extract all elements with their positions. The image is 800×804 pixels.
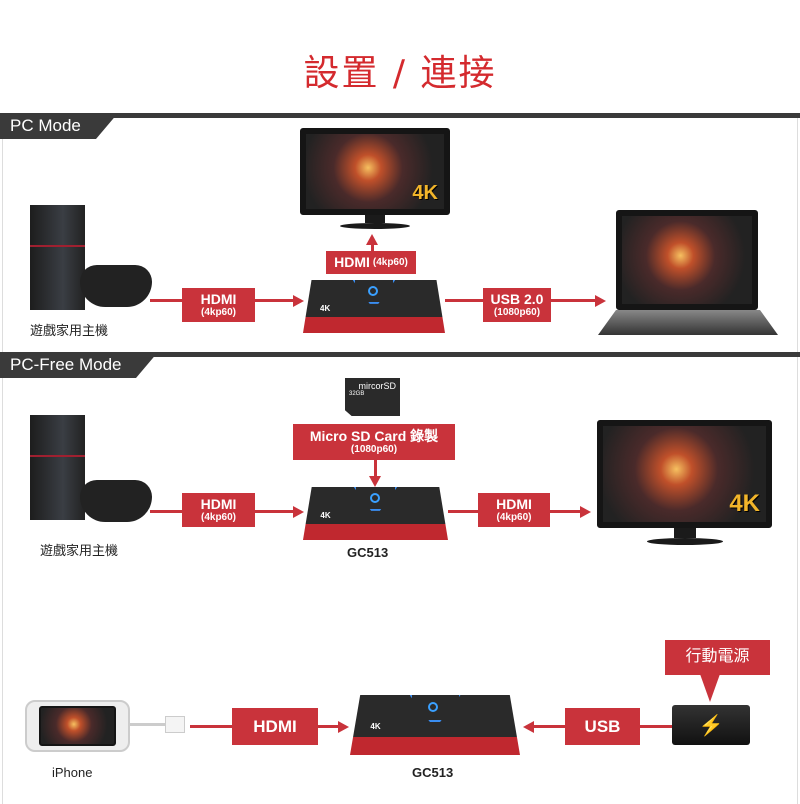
monitor-4k: 4K [300, 128, 450, 230]
device-label: GC513 [412, 765, 454, 780]
lightning-icon: ⚡ [698, 714, 724, 737]
capture-device-gc513: 4K [303, 487, 448, 540]
4k-badge: 4K [729, 490, 760, 517]
arrow-right-icon [338, 721, 349, 733]
arrow-right-icon [293, 506, 304, 518]
section-divider [0, 352, 800, 357]
gamepad-icon [80, 265, 152, 307]
pc-mode-tab: PC Mode [0, 113, 118, 139]
laptop-icon [598, 210, 778, 335]
pc-free-mode-tab: PC-Free Mode [0, 352, 158, 378]
capture-device-gc513: 4K [350, 695, 520, 755]
arrow-down-icon [369, 476, 381, 487]
hdmi-in-label: HDMI(4kp60) [182, 493, 255, 527]
arrow-left-icon [523, 721, 534, 733]
console-label: 遊戲家用主機 [40, 543, 119, 558]
page-title: 設置 / 連接 [303, 53, 497, 94]
gamepad-icon [80, 480, 152, 522]
pc-mode-section [2, 113, 798, 353]
pointer-icon [700, 674, 720, 702]
capture-device-gc513: 4K [303, 280, 445, 333]
iphone-icon [25, 700, 130, 752]
monitor-4k: 4K [597, 420, 772, 550]
adapter-icon [165, 716, 185, 733]
device-label: GC513 [347, 545, 389, 560]
iphone-label: iPhone [52, 765, 93, 780]
console-label: 遊戲家用主機 [30, 323, 109, 338]
hdmi-in-label: HDMI(4kp60) [182, 288, 255, 322]
power-bank-icon: ⚡ [672, 705, 750, 745]
hdmi-out-label: HDMI(4kp60) [478, 493, 550, 527]
game-console-icon [30, 415, 85, 520]
4k-badge: 4K [412, 182, 438, 204]
arrow-up-icon [366, 234, 378, 245]
hdmi-out-label: HDMI(4kp60) [326, 251, 416, 274]
usb-label: USB 2.0(1080p60) [483, 288, 551, 322]
arrow-right-icon [595, 295, 606, 307]
lightning-cable [130, 723, 170, 726]
game-console-icon [30, 205, 85, 310]
power-bank-label: 行動電源 [665, 640, 770, 675]
arrow-right-icon [293, 295, 304, 307]
arrow-right-icon [580, 506, 591, 518]
pc-free-mode-section [2, 352, 798, 804]
micro-sd-card-icon: mircorSD 32GB [345, 378, 400, 416]
usb-label: USB [565, 708, 640, 745]
hdmi-label: HDMI [232, 708, 318, 745]
section-divider [0, 113, 800, 118]
sd-record-label: Micro SD Card 錄製(1080p60) [293, 424, 455, 460]
